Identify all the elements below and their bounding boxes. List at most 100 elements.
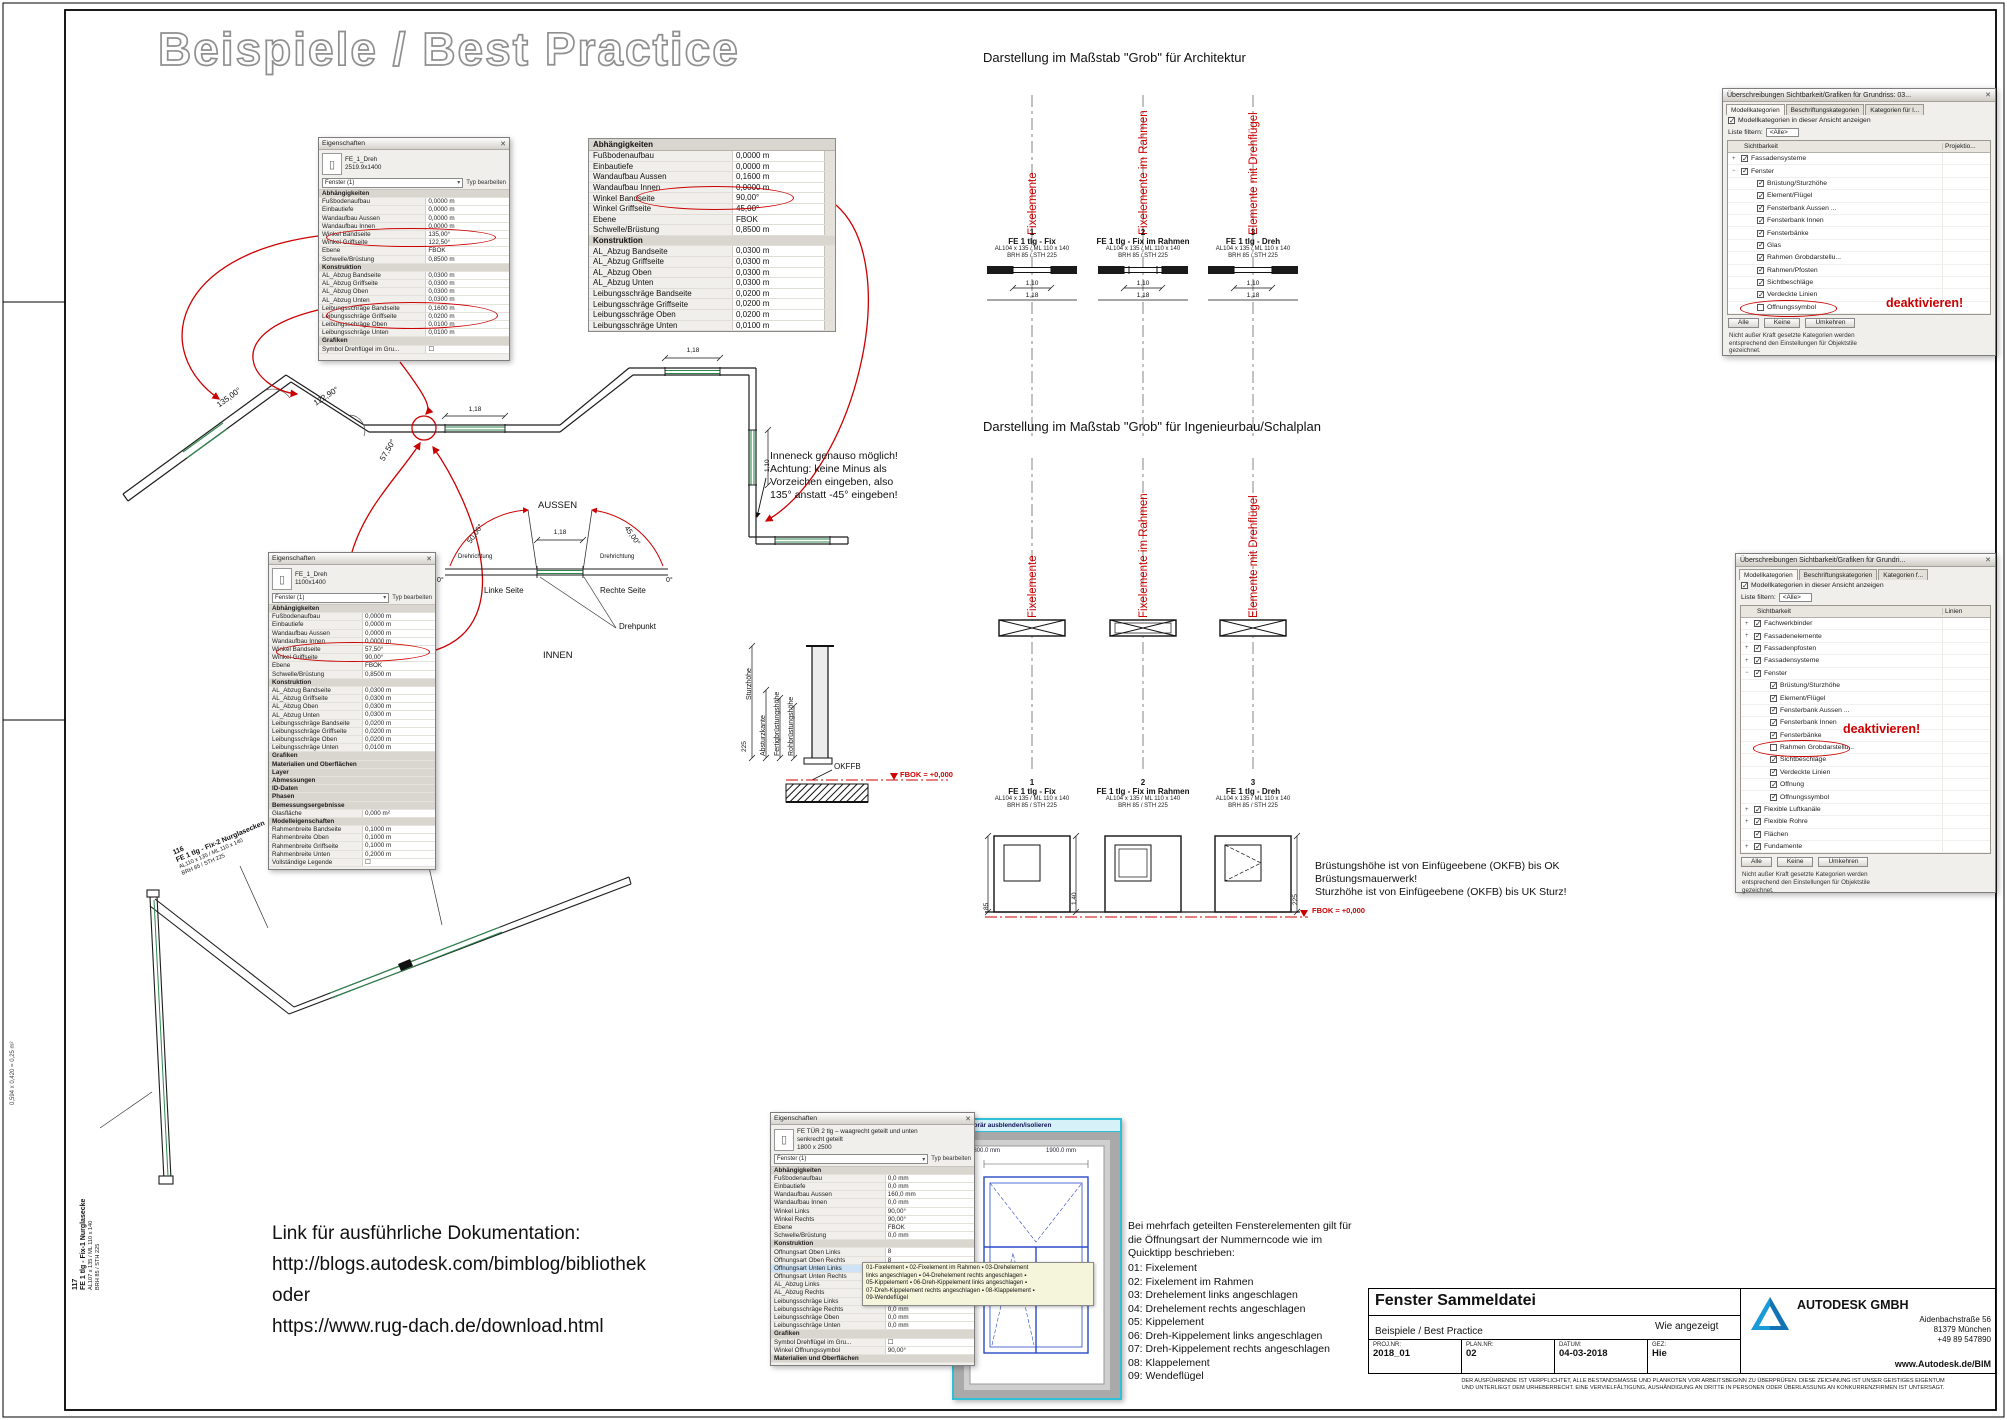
property-value[interactable]: 0,8500 m: [361, 670, 435, 678]
checkbox[interactable]: [1757, 265, 1764, 274]
category-row[interactable]: Flächen: [1741, 828, 1990, 842]
parameter-value[interactable]: 0,0300 m: [732, 246, 824, 256]
category-row[interactable]: Element/Flügel: [1741, 692, 1990, 705]
property-row[interactable]: Wandaufbau Aussen 0,0000 m: [319, 214, 509, 223]
category-row[interactable]: Brüstung/Sturzhöhe: [1728, 177, 1990, 191]
override-cell[interactable]: [1942, 717, 1990, 729]
property-row[interactable]: Modelleigenschaften: [269, 817, 435, 827]
category-row[interactable]: + Fassadensysteme: [1741, 655, 1990, 668]
family-preview-panel[interactable]: Temporär ausblenden/isolieren 1800.0 mm …: [952, 1118, 1122, 1400]
checkbox[interactable]: [1754, 805, 1761, 814]
checkbox[interactable]: [1757, 216, 1764, 225]
tab-kategorien[interactable]: Kategorien für I...: [1865, 104, 1925, 115]
parameter-row[interactable]: Wandaufbau Aussen 0,1600 m: [589, 172, 835, 183]
formula-button[interactable]: [824, 320, 835, 331]
formula-button[interactable]: [824, 161, 835, 172]
property-row[interactable]: Fußbodenaufbau 0,0 mm: [771, 1174, 974, 1183]
override-cell[interactable]: [1942, 276, 1990, 289]
property-value[interactable]: 0,0000 m: [425, 222, 509, 230]
filter-select[interactable]: <Alle>: [1765, 127, 1799, 137]
parameter-row[interactable]: Einbautiefe 0,0000 m: [589, 161, 835, 173]
keine-button[interactable]: Keine: [1763, 317, 1801, 328]
property-value[interactable]: FBOK: [361, 662, 435, 670]
parameter-value[interactable]: 0,1600 m: [732, 172, 824, 182]
property-row[interactable]: Rahmenbreite Oben 0,1000 m: [269, 834, 435, 843]
property-row[interactable]: Grafiken: [319, 337, 509, 346]
property-value[interactable]: 0,0 mm: [884, 1305, 974, 1313]
parameter-row[interactable]: Konstruktion: [589, 235, 835, 247]
category-row[interactable]: Rahmen Grobdarstellu...: [1728, 252, 1990, 265]
property-value[interactable]: ☐: [425, 345, 509, 353]
category-row[interactable]: Sichtbeschläge: [1728, 276, 1990, 290]
category-row[interactable]: Öffnungssymbol: [1728, 300, 1990, 318]
checkbox[interactable]: [1770, 730, 1777, 739]
override-cell[interactable]: [1942, 190, 1990, 202]
property-value[interactable]: 0,0000 m: [425, 214, 509, 222]
type-selector[interactable]: Fenster (1)▾: [322, 177, 464, 188]
category-row[interactable]: Rahmen/Pfosten: [1728, 264, 1990, 277]
tab-kategorien[interactable]: Kategorien f...: [1878, 569, 1929, 580]
property-row[interactable]: Leibungsschräge Unten 0,0 mm: [771, 1322, 974, 1331]
category-row[interactable]: + Fundamente: [1741, 841, 1990, 854]
property-value[interactable]: 0,1000 m: [361, 826, 435, 834]
override-cell[interactable]: [1942, 741, 1990, 754]
dependencies-table[interactable]: Abhängigkeiten Fußbodenaufbau 0,0000 m E…: [588, 138, 836, 332]
formula-button[interactable]: [824, 182, 835, 193]
expander-icon[interactable]: +: [1745, 843, 1749, 850]
property-row[interactable]: Abhängigkeiten: [771, 1166, 974, 1175]
property-value[interactable]: 0,0300 m: [425, 296, 509, 304]
category-row[interactable]: Rahmen Grobdarstellu...: [1741, 740, 1990, 758]
category-row[interactable]: Öffnung: [1741, 779, 1990, 792]
parameter-value[interactable]: 0,0000 m: [732, 151, 824, 161]
formula-button[interactable]: [824, 278, 835, 288]
property-row[interactable]: Einbautiefe 0,0000 m: [269, 621, 435, 630]
checkbox[interactable]: [1757, 203, 1764, 212]
override-cell[interactable]: [1942, 177, 1990, 190]
keine-button[interactable]: Keine: [1776, 856, 1814, 867]
category-row[interactable]: + Flexible Rohre: [1741, 816, 1990, 829]
property-value[interactable]: 0,0 mm: [884, 1313, 974, 1322]
property-value[interactable]: 0,0 mm: [884, 1199, 974, 1207]
category-row[interactable]: − Fenster: [1741, 667, 1990, 680]
category-row[interactable]: Element/Flügel: [1728, 190, 1990, 203]
close-icon[interactable]: ✕: [965, 1115, 971, 1123]
property-value[interactable]: 0,0 mm: [884, 1232, 974, 1240]
property-value[interactable]: 0,000 m²: [361, 809, 435, 817]
override-cell[interactable]: [1942, 618, 1990, 630]
parameter-row[interactable]: Leibungsschräge Bandseite 0,0200 m: [589, 288, 835, 300]
checkbox[interactable]: [1770, 767, 1777, 776]
expander-icon[interactable]: +: [1745, 806, 1749, 813]
parameter-value[interactable]: 0,8500 m: [732, 225, 824, 235]
edit-type-button[interactable]: Typ bearbeiten: [392, 594, 432, 601]
category-row[interactable]: + Flexible Luftkanäle: [1741, 803, 1990, 817]
expander-icon[interactable]: −: [1732, 168, 1736, 175]
property-row[interactable]: AL_Abzug Bandseite 0,0300 m: [269, 686, 435, 696]
umkehren-button[interactable]: Umkehren: [1805, 317, 1856, 328]
parameter-value[interactable]: 0,0300 m: [732, 267, 824, 278]
expander-icon[interactable]: +: [1745, 657, 1749, 664]
property-row[interactable]: Phasen: [269, 793, 435, 802]
visibility-dialog-1[interactable]: Überschreibungen Sichtbarkeit/Grafiken f…: [1722, 88, 1996, 356]
property-row[interactable]: Schwelle/Brüstung 0,8500 m: [319, 255, 509, 264]
property-row[interactable]: Bemessungsergebnisse: [269, 801, 435, 810]
checkbox[interactable]: [1770, 792, 1777, 801]
checkbox[interactable]: [1757, 191, 1764, 200]
parameter-value[interactable]: 0,0300 m: [732, 278, 824, 288]
formula-button[interactable]: [824, 172, 835, 182]
checkbox[interactable]: [1770, 755, 1777, 764]
close-icon[interactable]: ✕: [1985, 557, 1991, 564]
property-value[interactable]: 0,0000 m: [361, 629, 435, 637]
parameter-row[interactable]: AL_Abzug Griffseite 0,0300 m: [589, 256, 835, 268]
edit-type-button[interactable]: Typ bearbeiten: [466, 179, 506, 186]
expander-icon[interactable]: +: [1732, 155, 1736, 162]
property-value[interactable]: 8: [884, 1256, 974, 1264]
expander-icon[interactable]: +: [1745, 633, 1749, 640]
property-row[interactable]: Ebene FBOK: [269, 662, 435, 671]
property-row[interactable]: Wandaufbau Aussen 160,0 mm: [771, 1191, 974, 1200]
parameter-row[interactable]: Fußbodenaufbau 0,0000 m: [589, 151, 835, 162]
property-row[interactable]: Symbol Drehflügel im Gru... ☐: [319, 345, 509, 354]
properties-dialog-2[interactable]: Eigenschaften ✕ ▯ FE_1_Dreh 1100x1400 Fe…: [268, 552, 436, 870]
checkbox[interactable]: [1728, 116, 1735, 125]
property-value[interactable]: 8: [884, 1248, 974, 1256]
property-row[interactable]: Ebene FBOK: [771, 1223, 974, 1233]
